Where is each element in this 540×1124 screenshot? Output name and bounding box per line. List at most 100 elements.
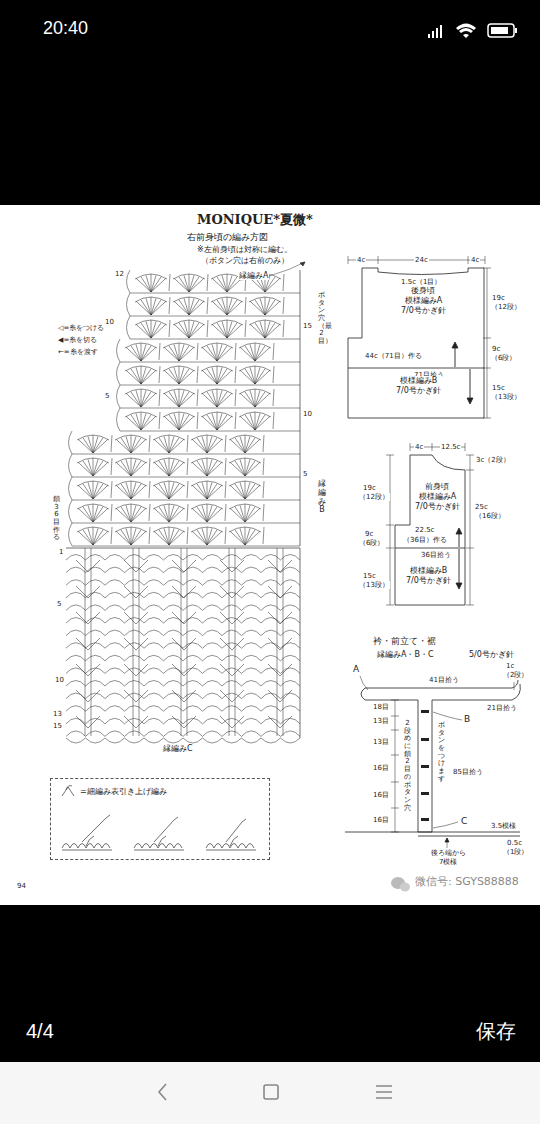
label: ※左前身頃は対称に編む。 [196,245,293,254]
label: （13段） [358,581,390,589]
status-icons [428,24,517,39]
legend-entry: ←=糸を渡す [58,348,98,356]
legend-entry: ◀=糸を切る [58,336,97,344]
label: A [352,664,360,674]
legend-box: =細編み表引き上げ編み [50,778,270,860]
label: 15c [491,384,506,392]
stitch-repeats [66,270,300,743]
region-text: 7/0号かぎ針 [414,502,461,512]
label: （6段） [358,539,385,547]
label: 13目 [372,738,390,746]
label: 12.5c [440,443,461,451]
stitch-symbol [62,786,256,851]
label: 25c [474,503,489,511]
stitch-illustration [62,815,256,850]
label: 3.5模様 [490,822,517,830]
region-text: 模様編みB [405,566,452,576]
back-piece [348,256,491,418]
label: 13目 [372,717,390,725]
label: 1c [505,662,515,670]
label: 鎖36目作る [53,496,60,542]
label: 16目 [372,816,390,824]
label: 19c [362,484,377,492]
label: 9c [491,345,501,353]
piece-region: 模様編みB7/0号かぎ針 [395,376,442,396]
row-number: 13 [52,710,63,718]
label: （ボタン穴は右前のみ） [200,256,290,265]
label: 衿・前立て・裾 [372,636,437,646]
region-text: 7/0号かぎ針 [395,386,442,396]
row-number: 94 [16,882,27,890]
row-number: 5 [302,470,308,478]
region-text: =細編み表引き上げ編み [79,787,168,797]
region-text: 後身頃 [400,286,447,296]
label: 36目拾う [420,551,452,559]
label: 9c [364,530,374,538]
label: 4c [356,256,366,264]
band-diagram [345,676,520,848]
label: 微信号: SGYS88888 [414,876,520,889]
region-text: 7/0号かぎ針 [400,306,447,316]
piece-region: 前身頃模様編みA7/0号かぎ針 [414,482,461,512]
label: 24c [414,256,429,264]
piece-region: 後身頃模様編みA7/0号かぎ針 [400,286,447,316]
region-text: 7/0号かぎ針 [405,576,452,586]
label: 後ろ端から [430,849,467,857]
row-number: 15 [302,322,313,330]
label: 0.5c [506,839,523,847]
page-title: MONIQUE*夏微* [196,213,314,228]
label: （13段） [490,393,522,401]
label: 3c（2段） [475,456,511,464]
label: 20:40 [42,18,89,39]
label: （6段） [490,354,517,362]
label: 保存 [475,1020,517,1043]
wechat-icon [391,877,410,892]
row-number: 10 [54,676,65,684]
label: 4/4 [25,1020,55,1043]
nav-icons [159,1084,392,1100]
legend-entry: ◁=糸をつける [58,324,104,332]
label: 16目 [372,791,390,799]
label: 44c（71目）作る [364,352,423,360]
label: （12段） [490,303,522,311]
label: 縁編みC [162,744,194,753]
label: 85目拾う [452,768,484,776]
label: 4c [414,443,424,451]
label: 16目 [372,764,390,772]
front-piece [386,443,474,605]
row-number: 15 [52,722,63,730]
region-text: 模様編みA [400,296,447,306]
label: 1.5c（1目） [400,278,442,286]
label: 縁編みB [318,480,326,515]
label: 右前身頃の編み方図 [186,232,269,242]
label: ボタンをつけます [438,722,445,784]
region-text: 模様編みA [414,492,461,502]
row-number: 10 [302,410,313,418]
label: 21目拾う [486,704,518,712]
row-number: 10 [104,318,115,326]
label: 4c [470,256,480,264]
viewer-bar [0,905,540,1062]
region-text: 模様編みB [395,376,442,386]
label: 19c [491,294,506,302]
label: （36目）作る [402,536,448,544]
nav-bar [0,1062,540,1124]
label: 5/0号かぎ針 [468,650,515,659]
label: C [460,816,468,826]
page-ground [0,205,540,905]
label: 18目 [372,703,390,711]
label: 15c [362,572,377,580]
label: 縁編みA [238,271,269,280]
label: ボタン穴（最2目） [318,292,325,346]
label: B [463,714,471,724]
label: 2段めに鎖2目のボタン穴 [404,720,411,812]
label: （2段） [502,671,529,679]
piece-region: 模様編みB7/0号かぎ針 [405,566,452,586]
region-text: 前身頃 [414,482,461,492]
row-number: 5 [56,600,62,608]
row-number: 1 [58,548,64,556]
label: 縁編みA・B・C [376,650,435,659]
label: 7模様 [438,858,458,866]
